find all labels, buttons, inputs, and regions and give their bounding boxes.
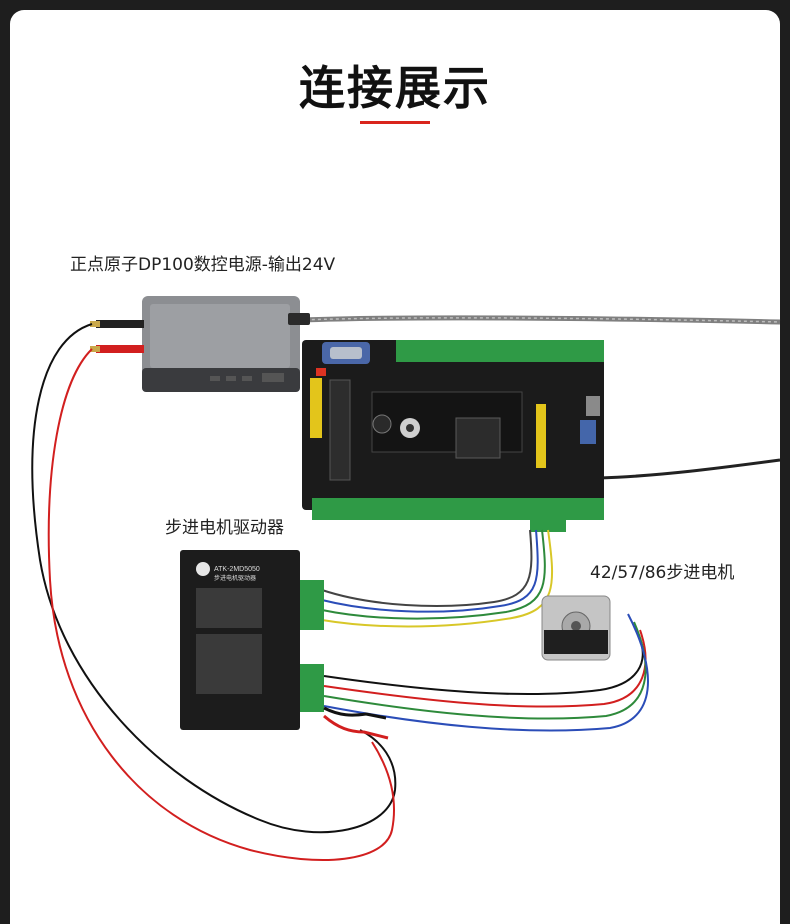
power-supply-label: 正点原子DP100数控电源-输出24V	[70, 255, 336, 275]
driver-name-text: 步进电机驱动器	[214, 574, 256, 582]
stepper-driver: ATK-2MD5050 步进电机驱动器	[180, 550, 324, 730]
black-power-wire	[31, 323, 397, 834]
red-power-wire	[47, 348, 395, 862]
motor-label: 42/57/86步进电机	[590, 563, 735, 583]
driver-model-text: ATK-2MD5050	[214, 566, 260, 573]
dp100-power-supply	[142, 296, 310, 392]
page-title: 连接展示	[299, 61, 491, 115]
title-underline	[360, 121, 430, 124]
control-board	[302, 340, 604, 532]
driver-label: 步进电机驱动器	[165, 518, 284, 538]
stepper-motor	[541, 595, 611, 661]
board-power-cable	[599, 458, 781, 480]
